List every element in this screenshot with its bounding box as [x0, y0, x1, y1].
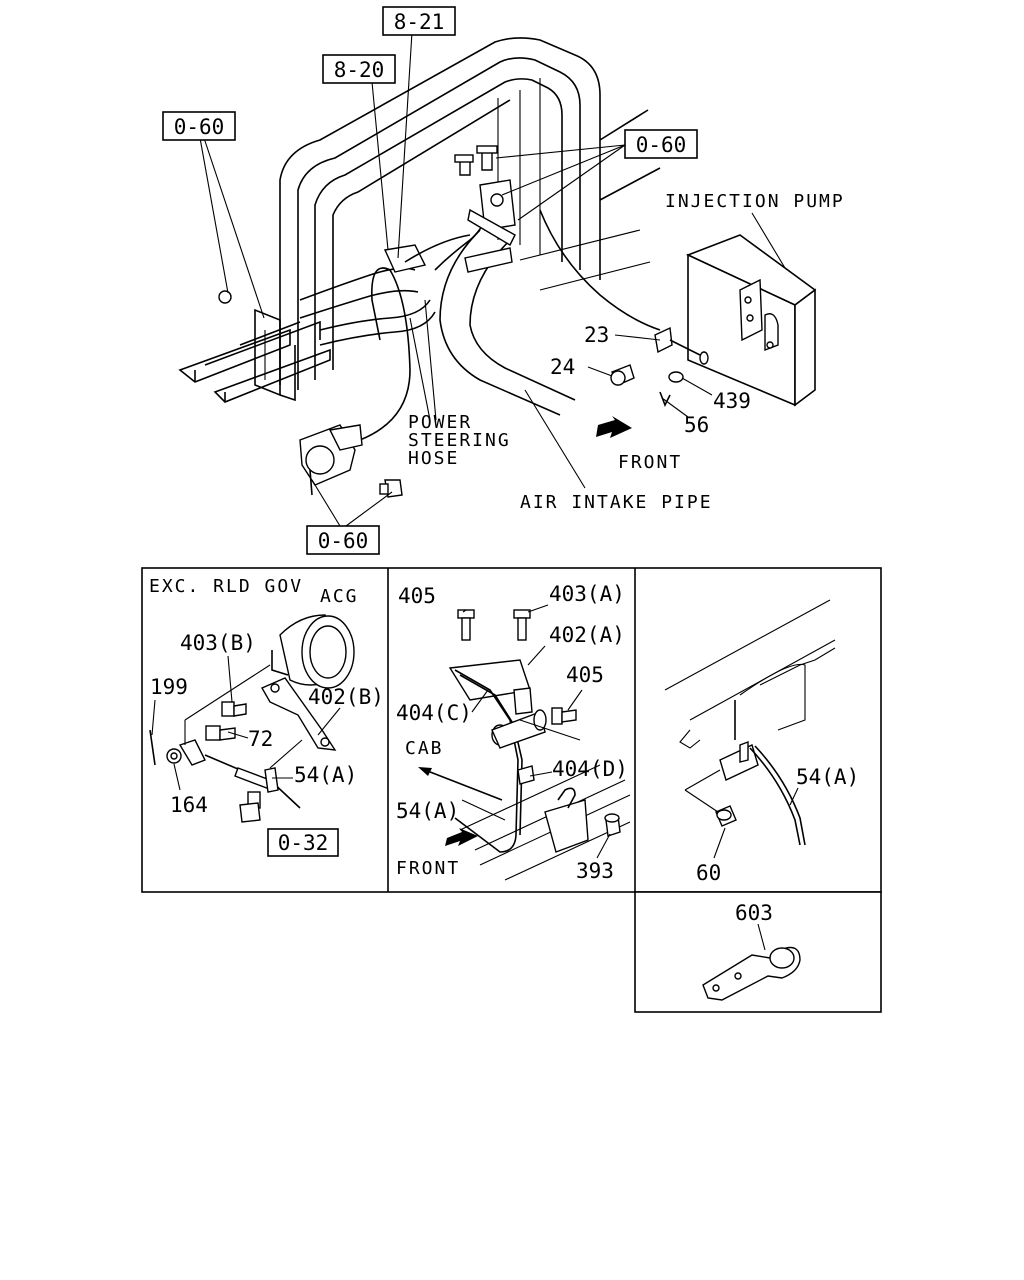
part-number-402b: 402(B) — [308, 685, 384, 709]
ref-box-0-60-bottom: 0-60 — [306, 525, 380, 555]
power-steering-hose — [299, 214, 489, 346]
part-number-54a-right: 54(A) — [796, 765, 859, 789]
ref-box-0-60-right: 0-60 — [624, 129, 698, 159]
upper-bracket — [454, 145, 516, 273]
svg-text:0-60: 0-60 — [318, 529, 369, 553]
svg-text:8-20: 8-20 — [334, 58, 385, 82]
part-number-23: 23 — [584, 323, 609, 347]
part-number-439: 439 — [713, 389, 751, 413]
part-number-54a-middle: 54(A) — [396, 799, 459, 823]
ref-box-8-20: 8-20 — [322, 54, 396, 84]
nut-393 — [604, 813, 621, 837]
svg-text:0-32: 0-32 — [278, 831, 329, 855]
pump-hardware — [610, 326, 709, 407]
bolt-403a — [513, 609, 531, 641]
control-cable — [359, 209, 661, 441]
part-number-404c: 404(C) — [396, 701, 472, 725]
bolt-72 — [205, 725, 236, 741]
part-number-403b: 403(B) — [180, 631, 256, 655]
ref-box-0-60-left: 0-60 — [162, 111, 236, 141]
part-number-72: 72 — [248, 727, 273, 751]
air-intake-pipe-label: AIR INTAKE PIPE — [520, 492, 713, 513]
injection-pump — [685, 234, 817, 407]
bracket-402b — [261, 677, 337, 751]
front-arrow — [596, 416, 632, 438]
detail-panels-frame — [141, 567, 882, 1013]
cab-frame-outline — [279, 37, 661, 390]
part-number-56: 56 — [684, 413, 709, 437]
cab-label: CAB — [405, 738, 444, 759]
panel-cab-routing: 405 403(A) 402(A) 405 404(C) 404(D) 54(A… — [396, 582, 631, 883]
part-number-402a: 402(A) — [549, 623, 625, 647]
panel-caption: EXC. RLD GOV — [149, 576, 303, 597]
part-number-405-right: 405 — [566, 663, 604, 687]
power-steering-label-line2: STEERING — [408, 430, 511, 451]
part-number-54a-left: 54(A) — [294, 763, 357, 787]
svg-text:8-21: 8-21 — [394, 10, 445, 34]
main-exploded-view: 8-21 8-20 0-60 0-60 0-60 INJECTION PUMP … — [162, 6, 845, 555]
bolt-60 — [715, 805, 737, 827]
ref-box-0-32: 0-32 — [267, 828, 339, 857]
acg-label: ACG — [320, 586, 359, 607]
bolt-0-32 — [239, 791, 261, 823]
svg-text:0-60: 0-60 — [174, 115, 225, 139]
panel-clip-603: 603 — [702, 901, 801, 1001]
part-number-405-top: 405 — [398, 584, 436, 608]
panel-exc-rld-gov: EXC. RLD GOV ACG — [149, 576, 384, 857]
bolt-403b — [221, 701, 247, 717]
lower-control-unit — [218, 290, 403, 498]
panel-cab-floor: 54(A) 60 — [664, 599, 859, 885]
power-steering-label-line3: HOSE — [408, 448, 459, 469]
injection-pump-label: INJECTION PUMP — [665, 191, 845, 212]
part-number-393: 393 — [576, 859, 614, 883]
frame-rails — [178, 308, 331, 403]
part-number-199: 199 — [150, 675, 188, 699]
front-label: FRONT — [618, 452, 682, 473]
part-number-404d: 404(D) — [552, 757, 628, 781]
front-label-panel: FRONT — [396, 858, 460, 879]
alternator-acg — [271, 614, 355, 689]
power-steering-label-line1: POWER — [408, 412, 472, 433]
bolt-405-right — [551, 707, 577, 725]
part-number-603: 603 — [735, 901, 773, 925]
part-number-24: 24 — [550, 355, 575, 379]
ref-box-8-21: 8-21 — [382, 6, 456, 36]
part-number-60: 60 — [696, 861, 721, 885]
part-number-164: 164 — [170, 793, 208, 817]
part-number-403a: 403(A) — [549, 582, 625, 606]
leader-lines — [199, 31, 786, 527]
svg-text:0-60: 0-60 — [636, 133, 687, 157]
